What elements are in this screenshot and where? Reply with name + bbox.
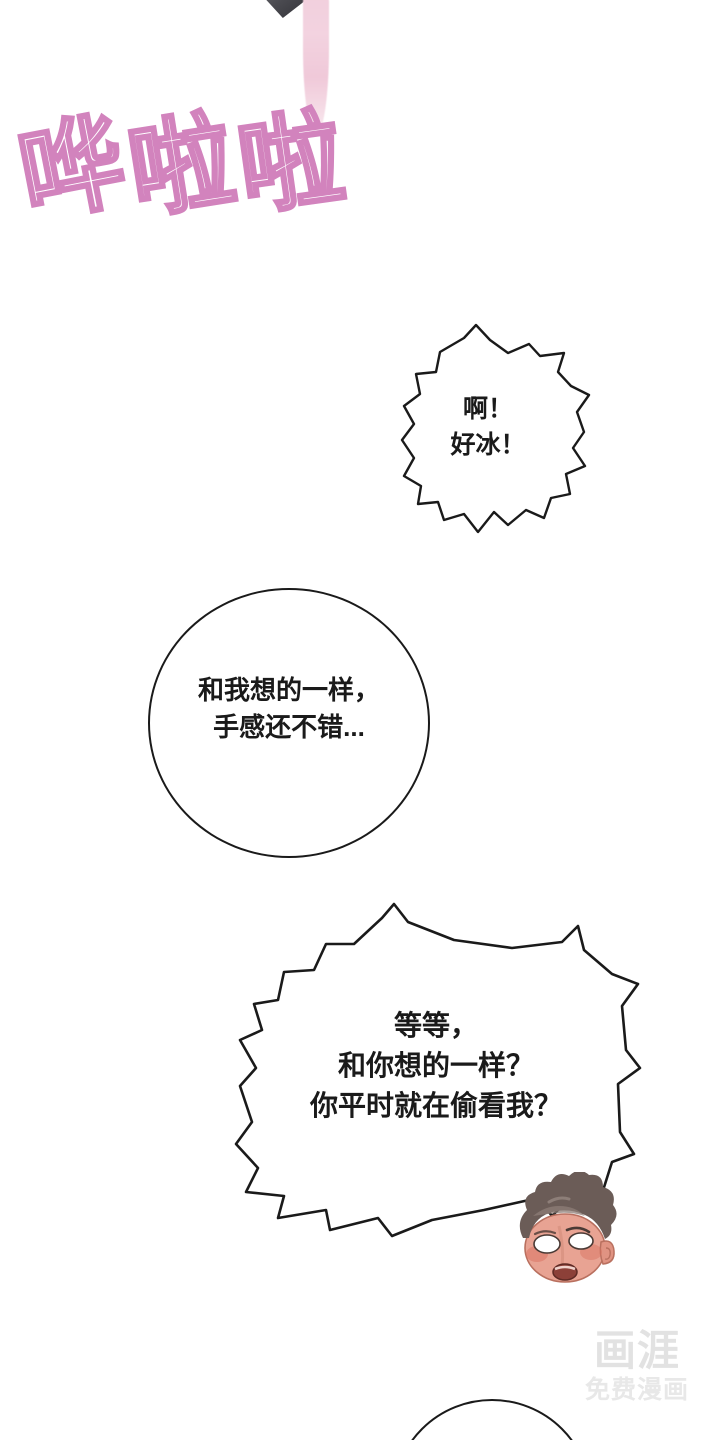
watermark-subtitle: 免费漫画: [584, 1375, 689, 1404]
watermark-logo: 画涯: [593, 1326, 680, 1375]
watermark: 画涯 免费漫画: [562, 1326, 712, 1404]
speech-bubble-ah-cold-text: 啊！ 好冰！: [450, 395, 526, 459]
pink-liquid-streak: [303, 0, 329, 135]
speech-bubble-bottom-partial: [392, 1399, 592, 1440]
bubble-outline-shape-large: [234, 902, 642, 1238]
chibi-shocked-head: [503, 1172, 625, 1292]
sfx-char-1: 哗: [8, 97, 140, 240]
thought-bubble-feels-good-text: 和我想的一样， 手感还不错...: [197, 675, 380, 742]
sound-effect-text: 哗啦啦: [8, 66, 357, 240]
speech-bubble-ah-cold: 啊！ 好冰！: [368, 320, 608, 550]
sfx-char-2: 啦: [119, 95, 248, 235]
sfx-char-3: 啦: [229, 93, 356, 232]
speech-bubble-wait-peeking-text: 等等， 和你想的一样？ 你平时就在偷看我？: [309, 1010, 562, 1121]
thought-bubble-feels-good: [148, 588, 430, 858]
bubble-outline-shape: [400, 323, 591, 534]
speech-bubble-wait-peeking: 等等， 和你想的一样？ 你平时就在偷看我？: [222, 900, 650, 1270]
